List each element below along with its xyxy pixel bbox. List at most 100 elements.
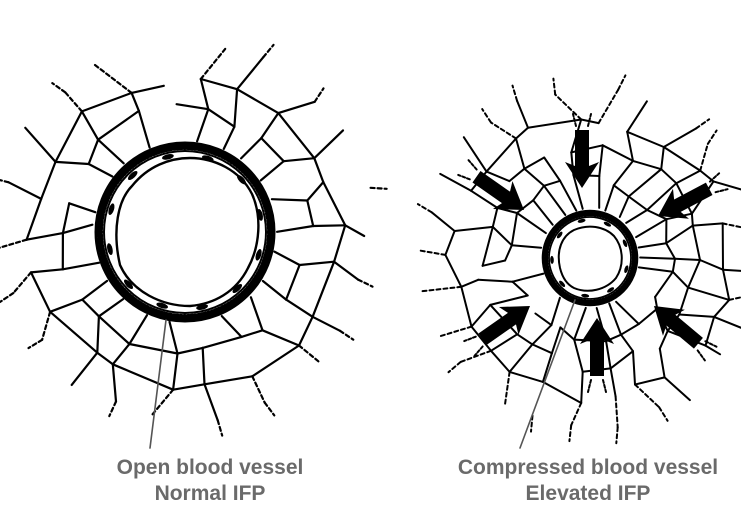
stroma-fiber	[445, 231, 454, 255]
stroma-fiber	[688, 288, 729, 300]
stroma-fiber	[461, 280, 478, 287]
stroma-fiber	[513, 282, 528, 296]
vessel-wall-right	[543, 211, 637, 305]
stroma-fiber	[278, 113, 314, 158]
stroma-fiber	[315, 88, 324, 101]
stroma-fiber	[222, 316, 242, 337]
stroma-fiber	[0, 178, 9, 182]
stroma-fiber	[63, 225, 93, 233]
stroma-fiber	[555, 95, 581, 120]
stroma-fiber	[82, 300, 99, 317]
compression-arrow-icon	[565, 114, 599, 188]
stroma-fiber	[50, 312, 97, 353]
stroma-fiber	[449, 362, 461, 372]
stroma-fiber	[178, 348, 203, 354]
stroma-fiber	[659, 407, 668, 421]
stroma-fiber	[0, 293, 13, 302]
stroma-fiber	[445, 255, 461, 287]
stroma-fiber	[224, 127, 235, 149]
stroma-fiber	[218, 420, 223, 435]
left-caption-subtitle: Normal IFP	[95, 481, 325, 507]
stroma-fiber	[700, 260, 723, 270]
stroma-fiber	[614, 161, 633, 185]
stroma-fiber	[334, 262, 358, 280]
stroma-fiber	[706, 346, 721, 355]
stroma-fiber	[197, 109, 208, 141]
stroma-fiber	[31, 269, 63, 272]
stroma-fiber	[241, 138, 261, 158]
stroma-fiber	[524, 169, 544, 186]
stroma-fiber	[455, 227, 493, 231]
stroma-fiber	[263, 45, 273, 57]
stroma-fiber	[524, 158, 544, 169]
stroma-fiber	[516, 139, 524, 169]
stroma-fiber	[626, 210, 647, 223]
stroma-fiber	[201, 79, 209, 109]
stroma-fiber	[675, 259, 700, 260]
stroma-fiber	[261, 138, 283, 161]
stroma-fiber	[661, 147, 664, 169]
stroma-fiber	[89, 140, 98, 164]
stroma-fiber	[109, 402, 116, 417]
stroma-fiber	[655, 272, 673, 297]
stroma-fiber	[679, 315, 714, 317]
stroma-fiber	[265, 403, 275, 416]
stroma-fiber	[201, 79, 237, 89]
stroma-fiber	[334, 225, 345, 261]
stroma-fiber	[340, 331, 353, 340]
stroma-fiber	[517, 334, 532, 344]
stroma-fiber	[516, 128, 528, 139]
stroma-fiber	[723, 270, 729, 300]
stroma-fiber	[517, 101, 528, 128]
vessel-wall-left	[96, 143, 274, 321]
stroma-fiber	[72, 353, 98, 385]
stroma-fiber	[505, 245, 512, 260]
stroma-fiber	[237, 57, 263, 89]
stroma-fiber	[627, 101, 647, 132]
stroma-fiber	[299, 346, 321, 364]
stroma-fiber	[611, 368, 616, 396]
stroma-fiber	[9, 182, 42, 199]
stroma-fiber	[629, 169, 662, 196]
stroma-fiber	[532, 325, 551, 344]
stroma-fiber	[700, 144, 708, 171]
stroma-fiber	[533, 186, 544, 201]
stroma-fiber	[205, 376, 253, 384]
stroma-fiber	[660, 331, 668, 349]
stroma-fiber	[307, 201, 313, 227]
endothelial-nuclei-left	[106, 153, 264, 311]
stroma-fiber	[532, 344, 552, 353]
stroma-fiber	[599, 145, 602, 176]
stroma-fiber	[614, 185, 629, 196]
endothelial-nucleus	[581, 293, 589, 298]
stroma-fiber	[132, 86, 164, 93]
stroma-fiber	[261, 113, 278, 138]
stroma-fiber	[633, 161, 661, 169]
stroma-fiber	[299, 317, 313, 346]
stroma-fiber	[666, 243, 675, 259]
stroma-fiber	[729, 296, 741, 300]
stroma-fiber	[129, 315, 147, 344]
stroma-fiber	[82, 281, 107, 300]
stroma-fiber	[505, 372, 510, 404]
stroma-fiber	[640, 258, 675, 259]
stroma-fiber	[512, 213, 517, 245]
stroma-fiber	[358, 280, 372, 287]
stroma-fiber	[99, 299, 123, 316]
stroma-fiber	[252, 376, 264, 402]
stroma-fiber	[113, 364, 116, 401]
stroma-fiber	[723, 270, 741, 272]
stroma-fiber	[98, 111, 139, 140]
stroma-fiber	[693, 226, 700, 260]
stroma-fiber	[274, 252, 299, 265]
stroma-fiber	[574, 340, 583, 372]
stroma-fiber	[132, 93, 139, 111]
stroma-fiber	[203, 348, 205, 384]
stroma-fiber	[627, 132, 633, 161]
stroma-fiber	[666, 226, 693, 244]
stroma-fiber	[616, 427, 617, 443]
stroma-fiber	[551, 298, 560, 325]
stroma-fiber	[82, 111, 98, 139]
stroma-fiber	[616, 302, 639, 324]
stroma-fiber	[510, 344, 533, 372]
